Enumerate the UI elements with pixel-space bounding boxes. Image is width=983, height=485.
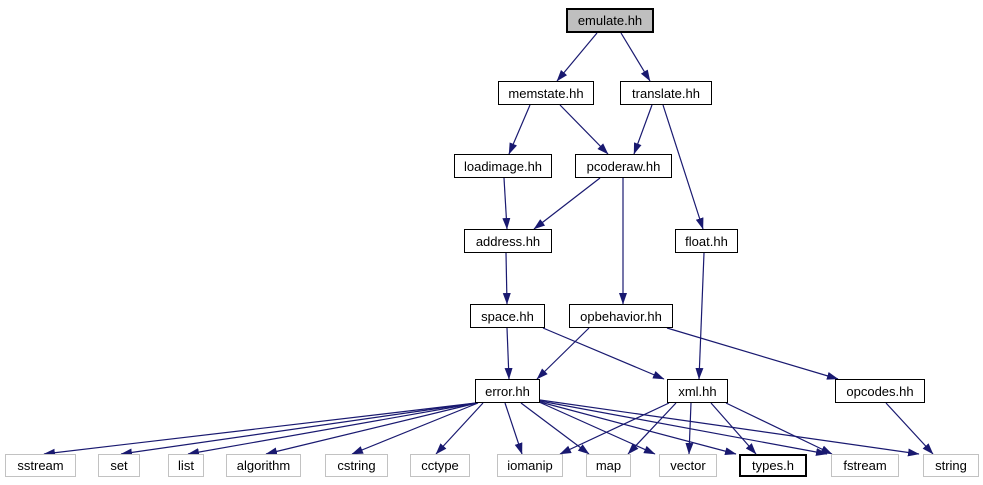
node-label: string bbox=[935, 458, 967, 473]
edge-xml-hh--iomanip bbox=[559, 402, 670, 455]
node-emulate-hh: emulate.hh bbox=[566, 8, 654, 33]
node-opbehavior-hh[interactable]: opbehavior.hh bbox=[569, 304, 673, 328]
edge-opbehavior-hh--error-hh bbox=[536, 327, 590, 380]
node-label: iomanip bbox=[507, 458, 553, 473]
edge-xml-hh--map bbox=[627, 402, 677, 455]
node-label: map bbox=[595, 458, 622, 473]
node-sstream: sstream bbox=[5, 454, 76, 477]
edge-memstate-hh--pcoderaw-hh bbox=[559, 104, 609, 155]
edge-error-hh--sstream bbox=[43, 402, 477, 457]
node-label: pcoderaw.hh bbox=[586, 158, 661, 174]
edge-error-hh--set bbox=[120, 402, 477, 457]
edge-error-hh--map bbox=[520, 402, 590, 455]
node-opcodes-hh[interactable]: opcodes.hh bbox=[835, 379, 925, 403]
node-address-hh[interactable]: address.hh bbox=[464, 229, 552, 253]
edge-opbehavior-hh--opcodes-hh bbox=[666, 327, 839, 380]
node-memstate-hh[interactable]: memstate.hh bbox=[498, 81, 594, 105]
node-label: address.hh bbox=[475, 233, 541, 249]
node-vector: vector bbox=[659, 454, 717, 477]
edge-xml-hh--vector bbox=[685, 402, 694, 455]
node-label: set bbox=[110, 458, 128, 473]
edge-xml-hh--fstream bbox=[725, 402, 833, 455]
node-iomanip: iomanip bbox=[497, 454, 563, 477]
node-label: emulate.hh bbox=[577, 13, 643, 28]
node-cctype: cctype bbox=[410, 454, 470, 477]
edge-error-hh--fstream bbox=[539, 400, 828, 456]
node-label: xml.hh bbox=[678, 383, 717, 399]
node-set: set bbox=[98, 454, 140, 477]
edge-loadimage-hh--address-hh bbox=[502, 177, 511, 230]
node-label: translate.hh bbox=[632, 85, 700, 101]
edge-error-hh--cstring bbox=[351, 402, 479, 455]
edge-address-hh--space-hh bbox=[502, 252, 511, 305]
node-pcoderaw-hh[interactable]: pcoderaw.hh bbox=[575, 154, 672, 178]
edge-error-hh--vector bbox=[538, 401, 656, 455]
node-loadimage-hh[interactable]: loadimage.hh bbox=[454, 154, 552, 178]
node-label: fstream bbox=[843, 458, 887, 473]
edge-error-hh--types-h bbox=[539, 401, 737, 456]
node-label: space.hh bbox=[481, 308, 534, 324]
node-label: opcodes.hh bbox=[846, 383, 914, 399]
edge-translate-hh--pcoderaw-hh bbox=[633, 104, 653, 155]
node-float-hh[interactable]: float.hh bbox=[675, 229, 738, 253]
node-xml-hh[interactable]: xml.hh bbox=[667, 379, 728, 403]
node-label: list bbox=[178, 458, 194, 473]
edge-error-hh--algorithm bbox=[265, 402, 478, 456]
edge-error-hh--iomanip bbox=[504, 402, 523, 455]
node-label: cctype bbox=[421, 458, 459, 473]
edge-memstate-hh--loadimage-hh bbox=[508, 104, 531, 155]
node-string: string bbox=[923, 454, 979, 477]
edge-pcoderaw-hh--address-hh bbox=[533, 177, 601, 230]
node-algorithm: algorithm bbox=[226, 454, 301, 477]
edge-space-hh--error-hh bbox=[504, 327, 513, 380]
edge-emulate-hh--memstate-hh bbox=[556, 32, 598, 82]
edge-xml-hh--types-h bbox=[710, 402, 757, 455]
edge-float-hh--xml-hh bbox=[695, 252, 705, 380]
edge-emulate-hh--translate-hh bbox=[620, 32, 651, 82]
node-label: vector bbox=[670, 458, 706, 473]
edge-space-hh--xml-hh bbox=[542, 327, 665, 380]
node-label: memstate.hh bbox=[508, 85, 584, 101]
node-list: list bbox=[168, 454, 204, 477]
node-cstring: cstring bbox=[325, 454, 388, 477]
node-label: float.hh bbox=[685, 233, 728, 249]
node-types-h[interactable]: types.h bbox=[739, 454, 807, 477]
node-fstream: fstream bbox=[831, 454, 899, 477]
edge-error-hh--list bbox=[187, 402, 478, 457]
node-label: cstring bbox=[337, 458, 376, 473]
node-translate-hh[interactable]: translate.hh bbox=[620, 81, 712, 105]
edge-error-hh--string bbox=[539, 399, 920, 457]
node-label: opbehavior.hh bbox=[580, 308, 662, 324]
edge-error-hh--cctype bbox=[435, 402, 484, 455]
node-label: types.h bbox=[752, 458, 794, 473]
node-label: sstream bbox=[17, 458, 64, 473]
node-label: error.hh bbox=[485, 383, 530, 399]
edge-opcodes-hh--string bbox=[885, 402, 934, 455]
node-error-hh[interactable]: error.hh bbox=[475, 379, 540, 403]
node-label: loadimage.hh bbox=[463, 158, 543, 174]
node-space-hh[interactable]: space.hh bbox=[470, 304, 545, 328]
node-map: map bbox=[586, 454, 631, 477]
node-label: algorithm bbox=[236, 458, 291, 473]
